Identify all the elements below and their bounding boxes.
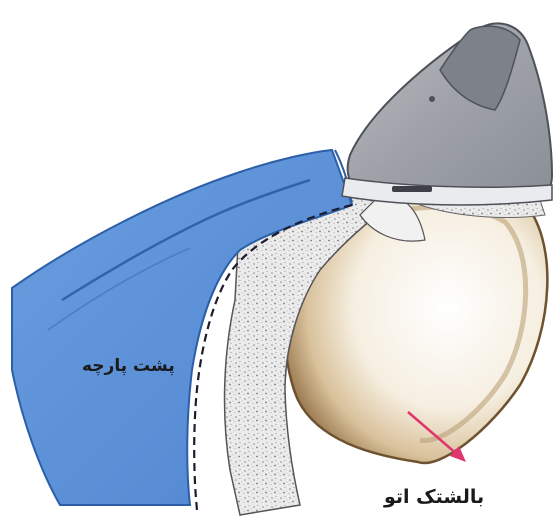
pressing-ham-label: بالشتک اتو [384,486,484,508]
iron-icon [342,23,552,204]
fabric-back-label: پشت پارچه [82,356,175,376]
